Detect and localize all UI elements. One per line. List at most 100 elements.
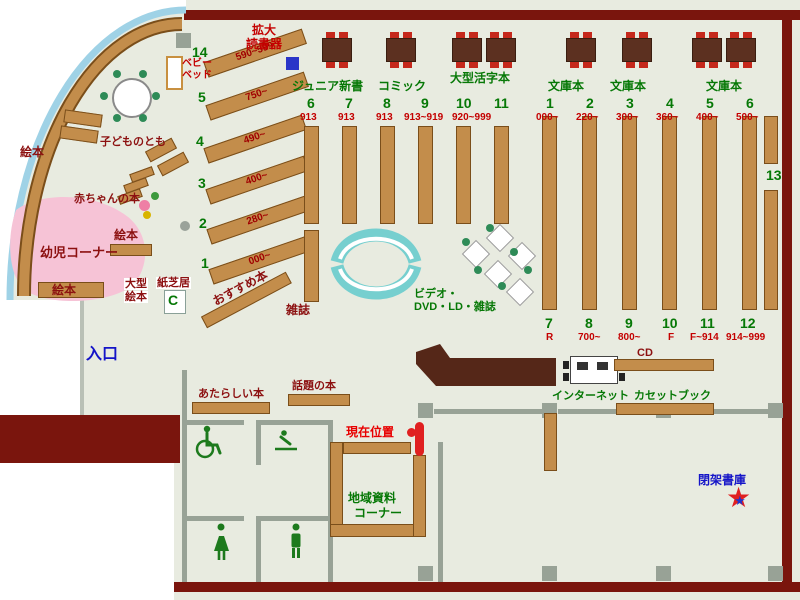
book-shelf xyxy=(418,126,433,224)
shelf-range: 360~ xyxy=(656,112,679,123)
reading-table xyxy=(486,32,516,68)
wall-block xyxy=(0,415,180,463)
closed-stacks-label: 閉架書庫 xyxy=(698,473,747,487)
cassette-shelf xyxy=(616,403,714,415)
topic-books-label: 話題の本 xyxy=(292,380,336,392)
shelf-number: 1 xyxy=(201,255,209,271)
infant-corner-area xyxy=(10,196,146,302)
wall xyxy=(182,516,244,521)
local-corner-label-1: 地域資料 xyxy=(348,491,397,505)
reading-table xyxy=(386,32,416,68)
shelf-number: 6 xyxy=(307,95,315,111)
sofa-upper-seat xyxy=(338,236,414,260)
current-position-dot xyxy=(407,428,416,437)
reading-table xyxy=(692,32,722,68)
outside-bottom-left xyxy=(0,463,174,600)
wall xyxy=(558,409,656,414)
internet-table xyxy=(563,356,625,384)
book-shelf xyxy=(582,116,597,310)
large-picture-book-label-2: 絵本 xyxy=(124,291,148,304)
sofa-lower-seat xyxy=(338,268,414,292)
new-books-shelf xyxy=(192,402,270,414)
wall-top xyxy=(184,10,800,20)
local-shelf xyxy=(413,455,426,537)
shelf-range: 300~ xyxy=(616,112,639,123)
baby-changing-icon xyxy=(275,430,297,451)
shelf-number: 3 xyxy=(198,175,206,191)
pillar xyxy=(418,403,433,418)
outside-left xyxy=(0,300,82,415)
magazine-shelf xyxy=(304,230,319,302)
local-corner-label-2: コーナー xyxy=(354,506,403,520)
reading-table xyxy=(322,32,352,68)
c-box xyxy=(164,290,186,314)
shelf-range: 913 xyxy=(338,112,355,123)
current-position-marker xyxy=(415,422,424,456)
wall-right xyxy=(782,10,792,592)
header-bunko: 文庫本 xyxy=(610,79,647,93)
new-books-label: あたらしい本 xyxy=(198,388,264,400)
picture-book-shelf xyxy=(38,282,104,298)
shelf-range: 800~ xyxy=(618,332,641,343)
reading-table xyxy=(566,32,596,68)
shelf-range: 920~999 xyxy=(452,112,492,123)
shelf-number: 7 xyxy=(345,95,353,111)
pillar xyxy=(768,566,783,581)
side-shelf xyxy=(544,413,557,471)
woman-toilet-icon xyxy=(214,523,229,560)
reading-table xyxy=(622,32,652,68)
kids-round-table xyxy=(112,78,160,118)
magazine-label: 雑誌 xyxy=(286,303,311,317)
wall xyxy=(256,521,261,582)
shelf-range: 914~999 xyxy=(726,332,766,343)
shelf-range: 913 xyxy=(300,112,317,123)
shelf-range: F xyxy=(668,332,675,343)
shelf-range: F~914 xyxy=(690,332,719,343)
book-shelf xyxy=(742,116,757,310)
picture-book-arc-shelf xyxy=(19,19,183,297)
large-picture-book-label-1: 大型 xyxy=(124,278,148,291)
wall xyxy=(182,370,187,582)
book-shelf xyxy=(456,126,471,224)
picture-book-label: 絵本 xyxy=(20,145,45,159)
shelf-number: 10 xyxy=(456,95,472,111)
shelf-number: 12 xyxy=(740,315,756,331)
shelf-number: 4 xyxy=(666,95,674,111)
shelf-number: 11 xyxy=(700,315,715,331)
local-shelf xyxy=(330,442,343,537)
c-box-label: C xyxy=(168,292,179,308)
man-toilet-icon xyxy=(291,523,301,558)
shelf-range: 000~ xyxy=(536,112,559,123)
outside-corner xyxy=(0,0,186,300)
shelf-number: 2 xyxy=(199,215,207,231)
wheelchair-icon xyxy=(195,425,222,459)
book-shelf xyxy=(662,116,677,310)
cd-shelf xyxy=(614,359,714,371)
magnifier-reader-icon xyxy=(286,57,299,70)
reading-table xyxy=(726,32,756,68)
local-shelf xyxy=(343,442,411,454)
wall xyxy=(256,516,333,521)
shelf-13-label: 13 xyxy=(766,167,782,183)
shelf-number: 11 xyxy=(494,95,509,111)
baby-bed-label-2: ベッド xyxy=(182,70,212,81)
book-shelf xyxy=(542,116,557,310)
current-position-label: 現在位置 xyxy=(346,425,395,439)
shelf-number: 5 xyxy=(198,89,206,105)
shelf-number: 6 xyxy=(746,95,754,111)
pillar xyxy=(768,403,783,418)
internet-label: インターネット xyxy=(552,390,629,402)
kodomo-no-tomo-label: 子どものとも xyxy=(100,136,166,148)
shelf-number: 8 xyxy=(383,95,391,111)
stool-gray xyxy=(180,221,190,231)
pillar xyxy=(542,566,557,581)
header-bunko: 文庫本 xyxy=(706,79,743,93)
video-corner-label-2: DVD・LD・雑誌 xyxy=(414,301,496,313)
shelf-range: 500~ xyxy=(736,112,759,123)
topic-books-shelf xyxy=(288,394,350,406)
stool-pink xyxy=(139,200,150,211)
shelf-range: 913 xyxy=(376,112,393,123)
service-counter xyxy=(416,344,556,386)
